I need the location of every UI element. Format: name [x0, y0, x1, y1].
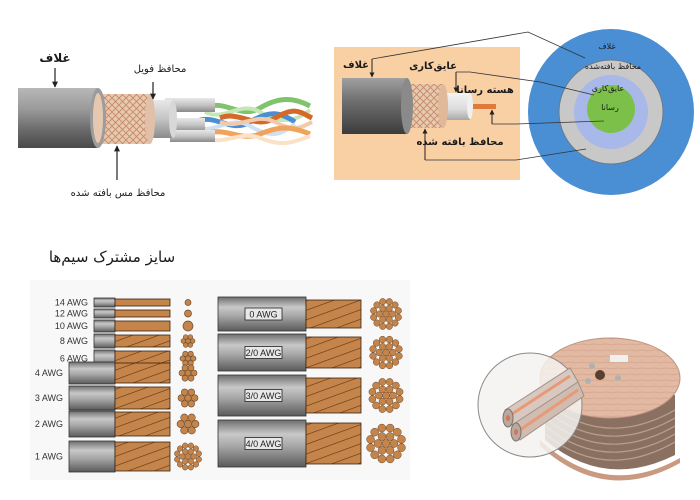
awg-conductor: [114, 298, 171, 307]
awg-strand-cross-section: [174, 442, 202, 471]
awg-row: 3 AWG: [35, 385, 199, 411]
awg-jacket: [93, 319, 116, 333]
coax-core-label: هسته رسانا: [456, 85, 514, 96]
foil-pair: [165, 98, 215, 112]
awg-size-label: 3/0 AWG: [246, 391, 282, 401]
awg-jacket: [93, 308, 116, 319]
cross-section-braid-label: محافظ بافته‌شده: [585, 62, 641, 71]
cross-section-jacket-label: غلاف: [598, 42, 615, 51]
awg-size-label: 10 AWG: [55, 321, 88, 331]
awg-size-label: 4/0 AWG: [246, 439, 282, 449]
awg-strand-cross-section: [182, 320, 194, 332]
awg-conductor: [114, 334, 171, 348]
coax-cross-section: [528, 29, 694, 195]
awg-conductor: [305, 422, 362, 465]
awg-size-label: 8 AWG: [60, 336, 88, 346]
awg-row: 10 AWG: [55, 319, 194, 333]
awg-strand-cross-section: [366, 423, 406, 464]
awg-strand-cross-section: [178, 364, 198, 382]
awg-jacket: [93, 333, 116, 349]
coax-insulation-label: عایق‌کاری: [409, 61, 457, 72]
awg-conductor: [114, 309, 171, 318]
awg-row: 1 AWG: [35, 440, 202, 473]
awg-jacket: [68, 361, 116, 385]
speaker-wire-closeup: [502, 367, 585, 442]
awg-strand-cross-section: [184, 299, 192, 306]
awg-jacket: [68, 410, 116, 438]
awg-strand-cross-section: [179, 350, 197, 367]
connector-lines: [371, 31, 605, 161]
foil-pair: [170, 130, 215, 142]
awg-large-sizes: 0 AWG 2/0 AWG 3/0 AWG 4/0 AWG: [217, 296, 406, 468]
coax-braid-label: محافظ بافته شده: [416, 137, 503, 148]
awg-strand-cross-section: [176, 413, 200, 435]
speaker-wire-spool: [477, 337, 681, 481]
awg-row: 2/0 AWG: [217, 333, 403, 372]
stp-outer-jacket: [18, 88, 98, 148]
awg-label-box: [244, 437, 283, 450]
awg-strand-cross-section: [369, 335, 403, 370]
awg-row: 4 AWG: [35, 361, 198, 385]
stp-foil-label: محافظ فویل: [134, 64, 187, 75]
awg-label-box: [244, 346, 283, 359]
stp-braid-label: محافظ مس بافته شده: [71, 188, 166, 199]
coax-jacket: [342, 78, 407, 134]
awg-size-label: 0 AWG: [249, 310, 277, 320]
spool-hole: [595, 370, 605, 380]
stp-jacket-label: غلاف: [39, 51, 70, 65]
awg-size-label: 4 AWG: [35, 368, 63, 378]
awg-row: 12 AWG: [55, 309, 192, 319]
awg-row: 3/0 AWG: [217, 374, 404, 417]
awg-conductor: [305, 336, 362, 369]
cross-section-conductor-label: رسانا: [601, 103, 619, 112]
coax-jacket-label: غلاف: [343, 60, 369, 71]
awg-size-label: 6 AWG: [60, 354, 88, 364]
awg-size-label: 3 AWG: [35, 393, 63, 403]
awg-conductor: [114, 320, 171, 332]
awg-row: 2 AWG: [35, 410, 200, 438]
awg-label-box: [244, 307, 283, 321]
awg-jacket: [68, 440, 116, 473]
twisted-pairs: [193, 97, 314, 145]
awg-row: 4/0 AWG: [217, 419, 406, 468]
coax-cable-illustration: [342, 78, 496, 134]
cross-section-insulation-label: عایق‌کاری: [592, 84, 624, 93]
awg-strand-cross-section: [370, 298, 402, 330]
awg-label-box: [244, 389, 283, 402]
awg-conductor: [305, 299, 362, 329]
awg-strand-cross-section: [184, 309, 192, 318]
awg-jacket: [93, 297, 116, 308]
coax-core: [470, 104, 496, 109]
awg-conductor: [305, 377, 362, 414]
awg-strand-cross-section: [180, 334, 196, 348]
awg-conductor: [114, 441, 171, 472]
awg-jacket: [68, 385, 116, 411]
awg-size-label: 14 AWG: [55, 298, 88, 308]
awg-row: 8 AWG: [60, 333, 196, 349]
awg-row: 14 AWG: [55, 297, 192, 308]
awg-size-label: 2 AWG: [35, 419, 63, 429]
awg-strand-cross-section: [177, 388, 199, 408]
awg-conductor: [114, 362, 171, 384]
awg-strand-cross-section: [368, 378, 404, 413]
awg-conductor: [114, 386, 171, 410]
awg-size-label: 2/0 AWG: [246, 348, 282, 358]
awg-conductor: [114, 411, 171, 437]
awg-size-label: 12 AWG: [55, 309, 88, 319]
awg-row: 0 AWG: [217, 296, 402, 332]
awg-chart-title: سایز مشترک سیم‌ها: [49, 248, 175, 266]
stp-cable-illustration: [18, 88, 314, 148]
awg-size-label: 1 AWG: [35, 452, 63, 462]
